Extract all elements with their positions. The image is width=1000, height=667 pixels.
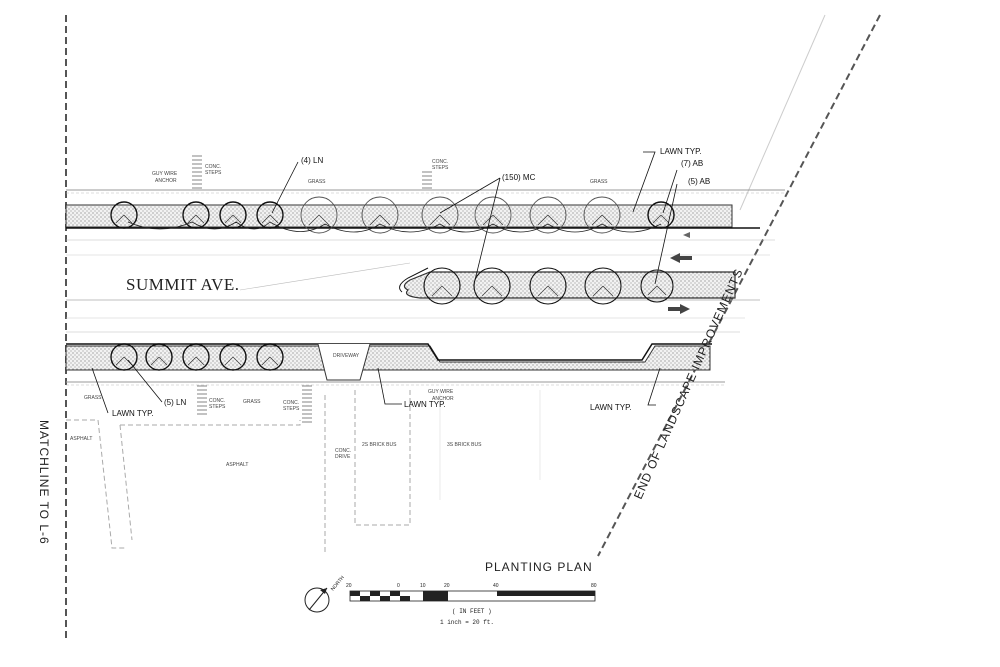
scale-tick: 10 (420, 583, 426, 589)
median-island (403, 271, 736, 299)
callout-lawn-top: LAWN TYP. (660, 147, 702, 156)
street-line (239, 262, 411, 291)
north-arrow (304, 587, 330, 613)
label-grass: GRASS (590, 179, 608, 185)
plan-title: PLANTING PLAN (485, 560, 593, 574)
top-tree-row (110, 201, 675, 229)
label-guy-wire: GUY WIRE (152, 171, 178, 177)
driveway (317, 343, 371, 381)
callout-lawn-right: LAWN TYP. (590, 403, 632, 412)
label-asphalt: ASPHALT (226, 462, 248, 468)
groundcover-swag-top (127, 221, 662, 233)
scale-bar (349, 590, 596, 602)
callout-lawn-mid: LAWN TYP. (404, 400, 446, 409)
top-planting-strip (65, 204, 733, 228)
small-arrow (683, 232, 690, 238)
label-steps: STEPS (432, 165, 449, 171)
callout-ab7: (7) AB (681, 159, 703, 168)
scale-tick: 0 (397, 583, 400, 589)
steps-hatch (192, 155, 432, 423)
median-tree-crosses (431, 285, 667, 297)
top-tree-crosses (115, 214, 670, 226)
label-brick-35: 3S BRICK BUS (447, 442, 482, 448)
scale-units: ( IN FEET ) (452, 608, 492, 615)
leader-lines (91, 151, 678, 414)
faint-lines (439, 390, 541, 500)
median-edge (399, 267, 429, 293)
top-tree-row-mc (300, 196, 621, 234)
scale-tick: 20 (346, 583, 352, 589)
label-drive: DRIVE (335, 454, 351, 460)
traffic-arrow-east (668, 304, 690, 314)
label-grass: GRASS (243, 399, 261, 405)
label-conc: CONC. (209, 398, 225, 404)
scale-tick: 80 (591, 583, 597, 589)
callout-ln5: (5) LN (164, 398, 186, 407)
label-steps: STEPS (209, 404, 226, 410)
label-conc: CONC. (205, 164, 221, 170)
label-conc: CONC. (432, 159, 448, 165)
bottom-tree-crosses (115, 356, 279, 366)
tree-ln (256, 201, 284, 229)
label-guy-wire: GUY WIRE (428, 389, 454, 395)
traffic-arrow-west (670, 253, 692, 263)
label-anchor: ANCHOR (155, 178, 177, 184)
label-anchor: ANCHOR (432, 396, 454, 402)
bottom-planting-strip (65, 345, 711, 371)
tree-ln (110, 201, 138, 229)
scale-ratio: 1 inch = 20 ft. (440, 619, 494, 626)
callout-lawn-left: LAWN TYP. (112, 409, 154, 418)
callout-ln4: (4) LN (301, 156, 323, 165)
label-steps: STEPS (283, 406, 300, 412)
label-brick-25: 2S BRICK BUS (362, 442, 397, 448)
tree-ab (647, 201, 675, 229)
faint-boundary (739, 14, 826, 211)
parcel-outlines (66, 390, 411, 555)
end-of-improvements-label: END OF LANDSCAPE IMPROVEMENTS (631, 266, 746, 501)
bottom-tree-row (110, 343, 284, 371)
scale-tick: 40 (493, 583, 499, 589)
scale-tick: 20 (444, 583, 450, 589)
label-conc: CONC. (335, 448, 351, 454)
label-grass: GRASS (84, 395, 102, 401)
label-conc: CONC. (283, 400, 299, 406)
median-tree-row (423, 267, 674, 305)
street-name: SUMMIT AVE. (126, 275, 240, 294)
label-driveway: DRIVEWAY (333, 353, 360, 359)
label-grass: GRASS (308, 179, 326, 185)
north-label: NORTH (330, 575, 346, 593)
end-of-improvements-line (597, 14, 881, 557)
callout-ab5: (5) AB (688, 177, 710, 186)
tree-ln (219, 201, 247, 229)
matchline-label: MATCHLINE TO L-6 (37, 420, 51, 545)
callout-mc150: (150) MC (502, 173, 536, 182)
label-asphalt: ASPHALT (70, 436, 92, 442)
tree-ln (182, 201, 210, 229)
label-steps: STEPS (205, 170, 222, 176)
